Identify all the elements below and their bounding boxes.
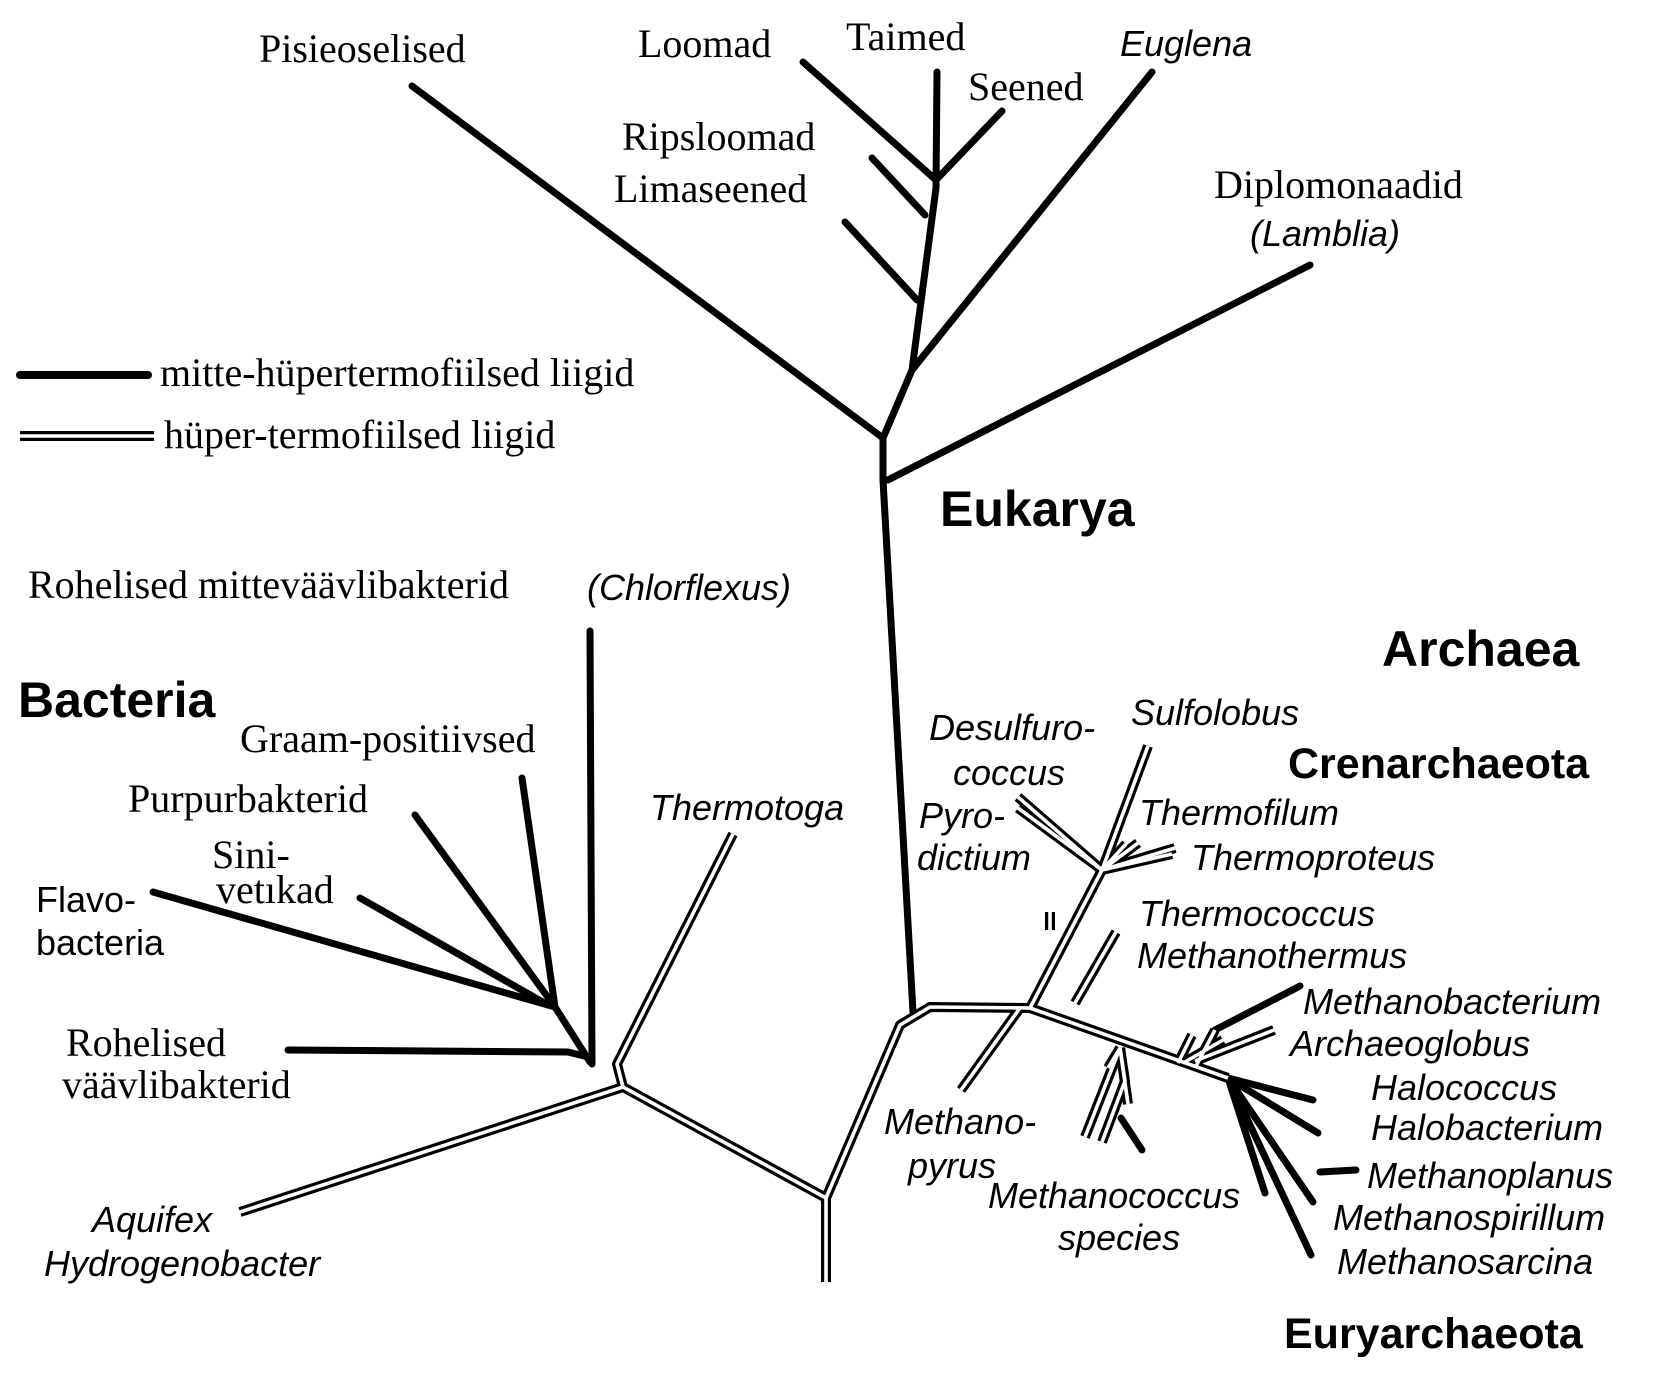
bacteria-labels: Rohelised mitteväävlibakterid (Chlorflex… [18, 562, 844, 1284]
label-vetikad: vetıkad [216, 867, 334, 912]
label-hydrogenobacter: Hydrogenobacter [44, 1243, 322, 1284]
label-aquifex: Aquifex [90, 1199, 214, 1240]
label-ripsloomad: Ripsloomad [622, 114, 815, 159]
label-methanococcus: Methanococcus [988, 1175, 1240, 1216]
label-lamblia: (Lamblia) [1250, 213, 1400, 254]
label-methanobacterium: Methanobacterium [1303, 981, 1601, 1022]
label-purpurbakterid: Purpurbakterid [128, 776, 368, 821]
label-graam-positiivsed: Graam-positiivsed [240, 716, 536, 761]
double-branches [238, 744, 1276, 1282]
label-methanosarcina: Methanosarcina [1337, 1241, 1593, 1282]
label-halococcus: Halococcus [1371, 1067, 1557, 1108]
label-pyro: Pyro- [919, 795, 1005, 836]
label-coccus: coccus [953, 752, 1065, 793]
legend-non-hyper-label: mitte-hüpertermofiilsed liigid [160, 350, 634, 395]
eukarya-labels: Pisieoselised Loomad Taimed Seened Eugle… [259, 14, 1463, 537]
label-archaeoglobus: Archaeoglobus [1288, 1023, 1530, 1064]
label-seened: Seened [968, 64, 1084, 109]
label-sulfolobus: Sulfolobus [1131, 692, 1299, 733]
thick-branches [149, 58, 1360, 1259]
label-halobacterium: Halobacterium [1371, 1107, 1603, 1148]
label-pyrus: pyrus [907, 1145, 996, 1186]
label-thermoproteus: Thermoproteus [1191, 837, 1435, 878]
label-species: species [1058, 1217, 1180, 1258]
label-rohelised: Rohelised [66, 1020, 226, 1065]
label-methanoplanus: Methanoplanus [1367, 1155, 1613, 1196]
label-thermococcus: Thermococcus [1139, 893, 1375, 934]
label-thermotoga: Thermotoga [650, 787, 844, 828]
label-desulfuro: Desulfuro- [929, 707, 1095, 748]
label-euryarchaeota: Euryarchaeota [1284, 1310, 1584, 1358]
domain-archaea: Archaea [1382, 621, 1581, 677]
label-vaavlibakterid: väävlibakterid [62, 1062, 291, 1107]
label-loomad: Loomad [638, 21, 771, 66]
archaea-labels: Archaea Crenarchaeota Sulfolobus Desulfu… [884, 621, 1613, 1358]
domain-eukarya: Eukarya [940, 481, 1136, 537]
label-flavo: Flavo- [36, 879, 136, 920]
label-methanospirillum: Methanospirillum [1333, 1197, 1605, 1238]
label-methano: Methano- [884, 1101, 1036, 1142]
label-thermofilum: Thermofilum [1139, 792, 1339, 833]
label-rohelised-mittevaavlibakterid: Rohelised mitteväävlibakterid [28, 562, 509, 607]
label-euglena: Euglena [1120, 23, 1252, 64]
label-sini: Sini- [212, 832, 290, 877]
label-taimed: Taimed [846, 14, 965, 59]
label-crenarchaeota: Crenarchaeota [1288, 740, 1590, 788]
legend: mitte-hüpertermofiilsed liigid hüper-ter… [16, 350, 634, 457]
domain-bacteria: Bacteria [18, 672, 217, 728]
label-pisieoselised: Pisieoselised [259, 26, 466, 71]
label-flavo-bacteria: bacteria [36, 922, 165, 963]
label-chlorflexus: (Chlorflexus) [587, 567, 791, 608]
label-diplomonaadid: Diplomonaadid [1214, 162, 1463, 207]
label-limaseened: Limaseened [614, 166, 807, 211]
label-methanothermus: Methanothermus [1137, 935, 1407, 976]
label-dictium: dictium [917, 837, 1031, 878]
legend-hyper-label: hüper-termofiilsed liigid [164, 412, 555, 457]
